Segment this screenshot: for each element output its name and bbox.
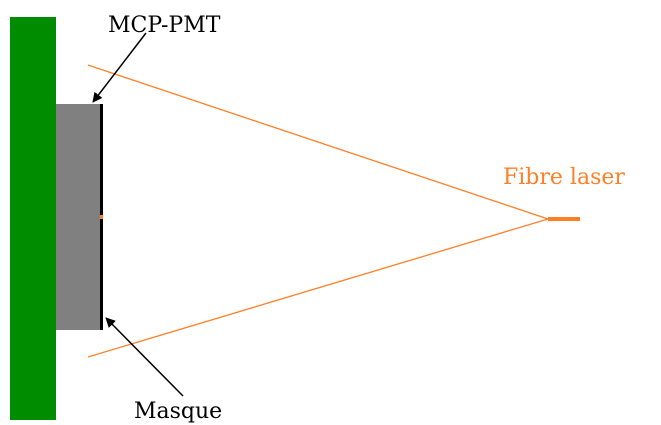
mcp-pmt-arrow [92,32,147,103]
support-plate [10,17,56,420]
masque-label: Masque [134,399,222,424]
fibre-laser-head [548,217,580,221]
laser-cone-lower-line [87,218,549,358]
mcp-pmt-body [56,104,101,330]
fibre-laser-label: Fibre laser [503,165,625,190]
laser-spot [100,215,103,219]
laser-cone-upper-line [87,64,549,220]
masque-arrow [105,317,184,397]
mcp-pmt-label: MCP-PMT [108,13,221,38]
